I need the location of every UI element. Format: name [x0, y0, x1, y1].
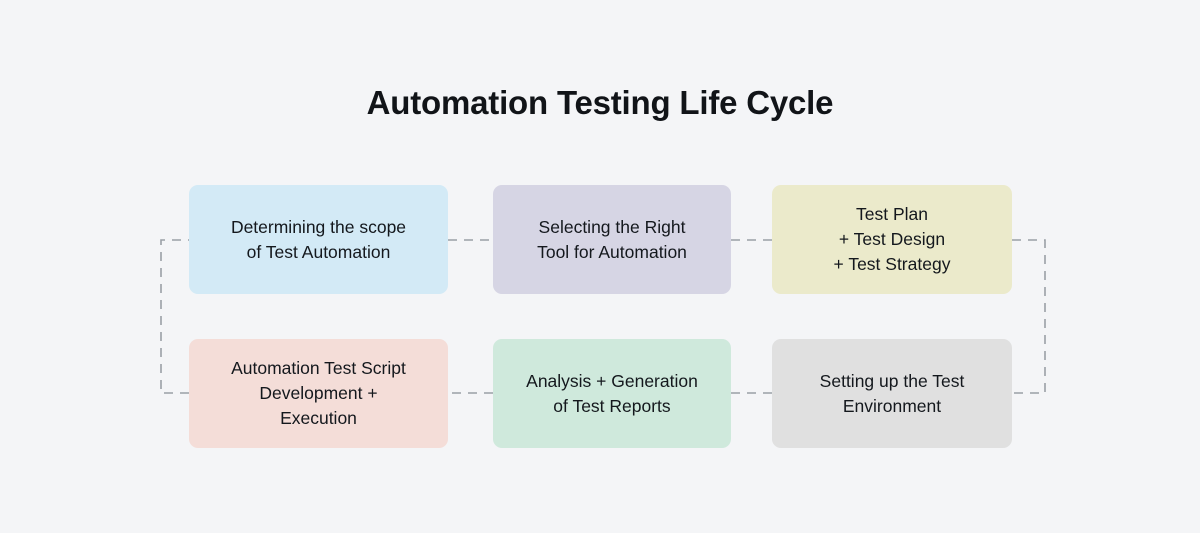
process-node-label: Test Plan + Test Design + Test Strategy — [833, 204, 951, 274]
process-node-label: Automation Test Script Development + Exe… — [231, 358, 406, 428]
process-node-label: Analysis + Generation of Test Reports — [526, 370, 698, 416]
process-node-plan[interactable]: Test Plan + Test Design + Test Strategy — [772, 185, 1012, 294]
connector-script-to-scope — [160, 239, 189, 394]
process-node-scope[interactable]: Determining the scope of Test Automation — [189, 185, 448, 294]
process-node-tool[interactable]: Selecting the Right Tool for Automation — [493, 185, 731, 294]
process-node-analysis[interactable]: Analysis + Generation of Test Reports — [493, 339, 731, 448]
process-node-label: Selecting the Right Tool for Automation — [537, 216, 687, 262]
page-title: Automation Testing Life Cycle — [366, 84, 834, 121]
process-node-environment[interactable]: Setting up the Test Environment — [772, 339, 1012, 448]
connector-plan-to-environment — [1012, 239, 1046, 394]
process-node-label: Setting up the Test Environment — [819, 370, 965, 416]
process-node-label: Determining the scope of Test Automation — [230, 216, 407, 262]
process-node-script[interactable]: Automation Test Script Development + Exe… — [189, 339, 448, 448]
